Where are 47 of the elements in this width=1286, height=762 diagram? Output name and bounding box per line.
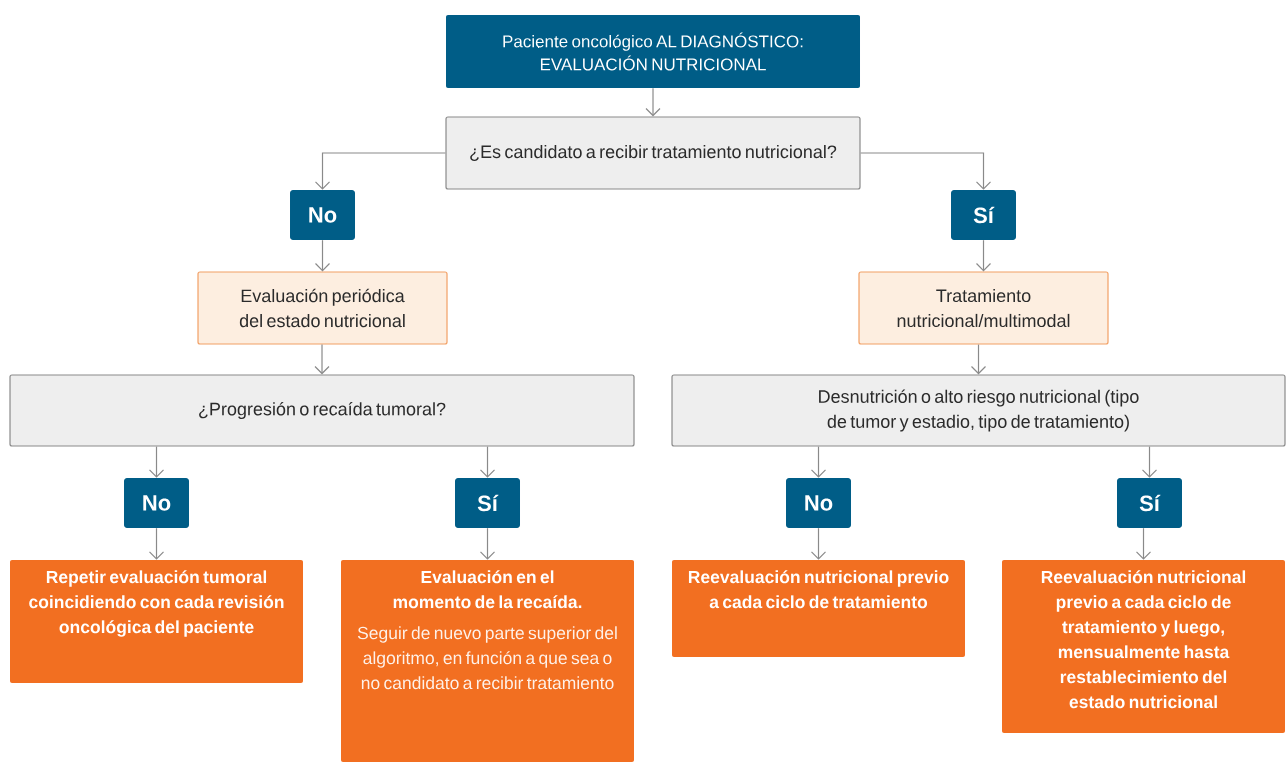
box-text: Paciente oncológico AL DIAGNÓSTICO: EVALUACIÓN NUTRICIONAL bbox=[503, 32, 803, 71]
box-text: Repetir evaluación tumoral coincidiendo con cada revisión oncológica del paciente bbox=[29, 570, 284, 637]
arrow bbox=[314, 344, 330, 375]
arrow bbox=[810, 446, 827, 478]
box-text: ¿Es candidato a recibir tratamiento nutricional? bbox=[470, 144, 837, 162]
answer-box bbox=[124, 478, 189, 528]
answer-box bbox=[951, 190, 1016, 240]
arrow bbox=[314, 239, 331, 272]
result-box bbox=[341, 560, 634, 762]
box-text: No bbox=[309, 207, 337, 223]
arrow bbox=[1135, 527, 1152, 560]
decision-box bbox=[445, 116, 861, 190]
box-text: Sí bbox=[477, 494, 499, 512]
arrow bbox=[479, 527, 496, 560]
result-box bbox=[1002, 560, 1285, 733]
arrow bbox=[148, 527, 165, 560]
box-text: Evaluación en el momento de la recaída. Seguir de nuevo parte superior del algoritmo, en función a que sea o no candidato a recibir tratamiento bbox=[357, 570, 617, 690]
box-text: Reevaluación nutricional previo a cada ciclo de tratamiento y luego, mensualmente hasta restablecimiento del estado nutricional bbox=[1041, 570, 1246, 709]
box-text: Tratamiento nutricional/multimodal bbox=[897, 288, 1070, 328]
arrow bbox=[645, 87, 661, 117]
box-text: Evaluación periódica del estado nutricional bbox=[239, 288, 405, 328]
decision-box bbox=[9, 374, 635, 447]
box-text: Sí bbox=[1139, 494, 1161, 512]
result-box bbox=[10, 560, 303, 683]
arrow bbox=[975, 239, 992, 272]
box-text: Reevaluación nutricional previo a cada ciclo de tratamiento bbox=[688, 570, 949, 609]
answer-box bbox=[786, 478, 851, 528]
arrow bbox=[1141, 446, 1158, 478]
arrow bbox=[970, 344, 987, 375]
answer-box bbox=[455, 478, 520, 528]
arrow bbox=[148, 446, 165, 478]
arrow bbox=[810, 527, 827, 560]
process-box bbox=[197, 271, 448, 345]
box-text: ¿Progresión o recaída tumoral? bbox=[199, 402, 446, 419]
decision-box bbox=[671, 374, 1286, 447]
box-text: Desnutrición o alto riesgo nutricional (tipo de tumor y estadio, tipo de tratamiento) bbox=[819, 389, 1139, 432]
box-text: Sí bbox=[973, 206, 995, 224]
answer-box bbox=[290, 190, 355, 240]
result-box bbox=[672, 560, 965, 657]
flow-box bbox=[446, 15, 860, 88]
answer-box bbox=[1117, 478, 1182, 528]
process-box bbox=[858, 271, 1109, 345]
arrow bbox=[314, 152, 446, 190]
arrow bbox=[860, 152, 992, 190]
arrow bbox=[479, 446, 496, 478]
box-text: No bbox=[143, 495, 171, 511]
box-text: No bbox=[805, 495, 833, 511]
